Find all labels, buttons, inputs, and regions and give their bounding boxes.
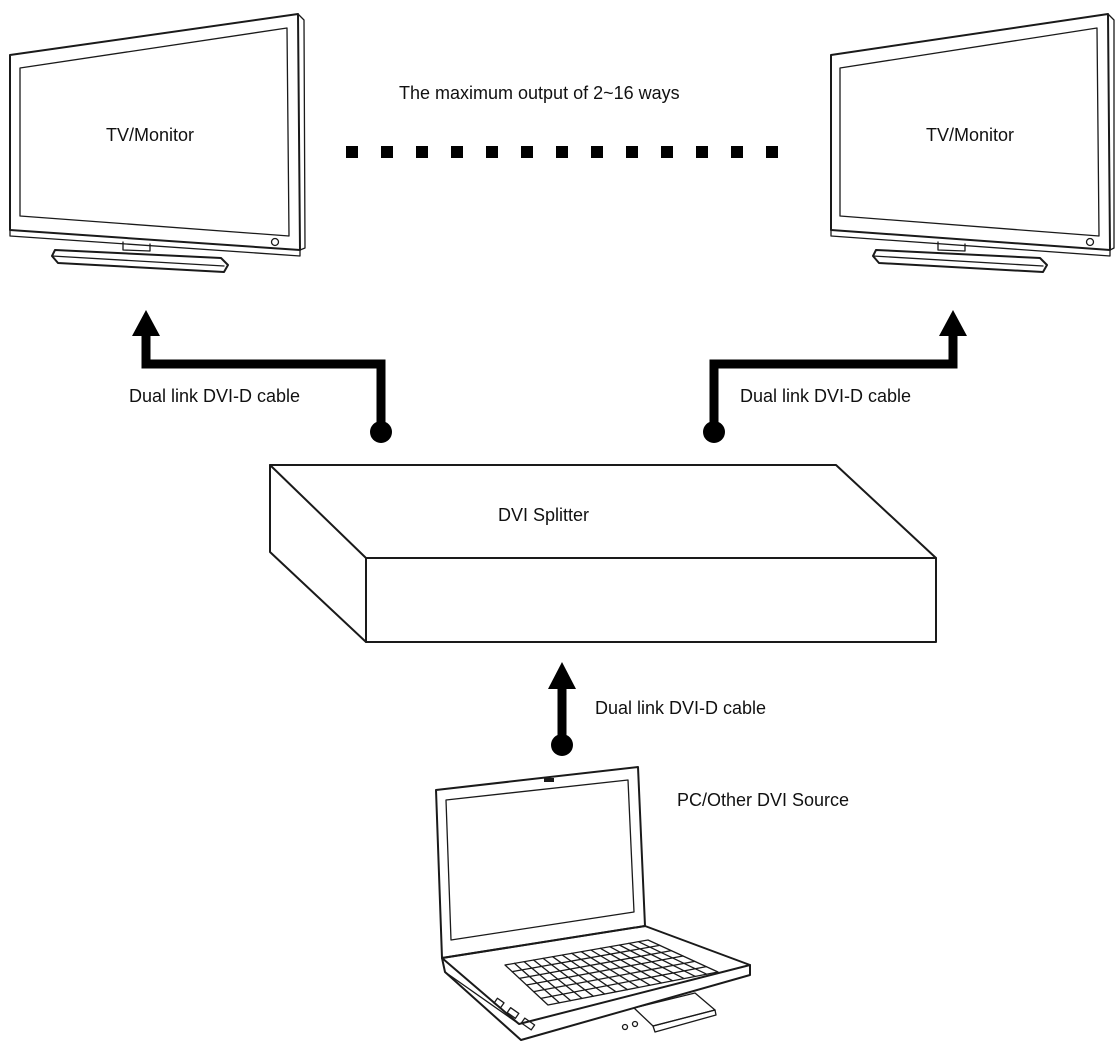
cable-input — [548, 662, 576, 756]
output-dot — [626, 146, 638, 158]
right-monitor-neck — [937, 241, 966, 252]
left-monitor — [9, 13, 306, 273]
keyboard-column-line — [609, 946, 674, 982]
keyboard-column-line — [532, 959, 583, 1000]
cable-left-connector-icon — [370, 421, 392, 443]
keyboard-row-line — [533, 960, 696, 993]
output-dot — [766, 146, 778, 158]
cable-right-arrow-icon — [939, 310, 967, 336]
splitter-label: DVI Splitter — [498, 505, 589, 525]
output-note: The maximum output of 2~16 ways — [399, 83, 680, 103]
keyboard-column-line — [523, 961, 572, 1002]
output-dot — [591, 146, 603, 158]
right-monitor — [830, 13, 1115, 273]
output-dot — [661, 146, 673, 158]
cable-input-connector-icon — [551, 734, 573, 756]
cable-right-connector-icon — [703, 421, 725, 443]
keyboard-column-line — [628, 942, 696, 978]
right-monitor-power-icon — [1085, 237, 1095, 247]
right-monitor-screen — [839, 27, 1100, 237]
left-monitor-screen — [19, 27, 290, 237]
cable-input-arrow-icon — [548, 662, 576, 689]
output-dot — [696, 146, 708, 158]
dvi-splitter-box — [269, 464, 937, 643]
cable-right — [703, 310, 967, 443]
left-monitor-neck — [122, 241, 151, 252]
output-dot — [416, 146, 428, 158]
keyboard-column-line — [618, 944, 685, 980]
keyboard-column-line — [571, 952, 628, 991]
output-dot — [556, 146, 568, 158]
output-dot — [381, 146, 393, 158]
laptop-camera-icon — [544, 778, 554, 782]
keyboard-row-line — [511, 944, 661, 973]
cable-left-label: Dual link DVI-D cable — [129, 386, 300, 406]
output-dot — [731, 146, 743, 158]
keyboard-column-line — [580, 951, 640, 989]
laptop — [435, 766, 751, 1041]
cable-left — [132, 310, 392, 443]
keyboard-row-line — [540, 966, 707, 999]
keyboard-column-line — [542, 957, 594, 997]
output-dotted-line — [346, 146, 778, 158]
keyboard-column-line — [637, 941, 708, 975]
keyboard-column-line — [561, 954, 617, 993]
keyboard-column-line — [599, 947, 662, 984]
output-dot — [486, 146, 498, 158]
cable-right-label: Dual link DVI-D cable — [740, 386, 911, 406]
keyboard-column-line — [513, 962, 560, 1004]
cable-left-arrow-icon — [132, 310, 160, 336]
laptop-lid — [435, 766, 646, 959]
keyboard-column-line — [590, 949, 651, 986]
cable-input-label: Dual link DVI-D cable — [595, 698, 766, 718]
laptop-keyboard-keys — [511, 941, 708, 1004]
source-label: PC/Other DVI Source — [677, 790, 849, 810]
output-dot — [346, 146, 358, 158]
left-monitor-power-icon — [270, 237, 280, 247]
keyboard-column-line — [552, 956, 606, 995]
output-dot — [451, 146, 463, 158]
keyboard-row-line — [525, 955, 684, 986]
left-monitor-label: TV/Monitor — [106, 125, 194, 145]
laptop-screen — [445, 779, 635, 941]
right-monitor-label: TV/Monitor — [926, 125, 1014, 145]
output-dot — [521, 146, 533, 158]
keyboard-row-line — [518, 950, 672, 979]
